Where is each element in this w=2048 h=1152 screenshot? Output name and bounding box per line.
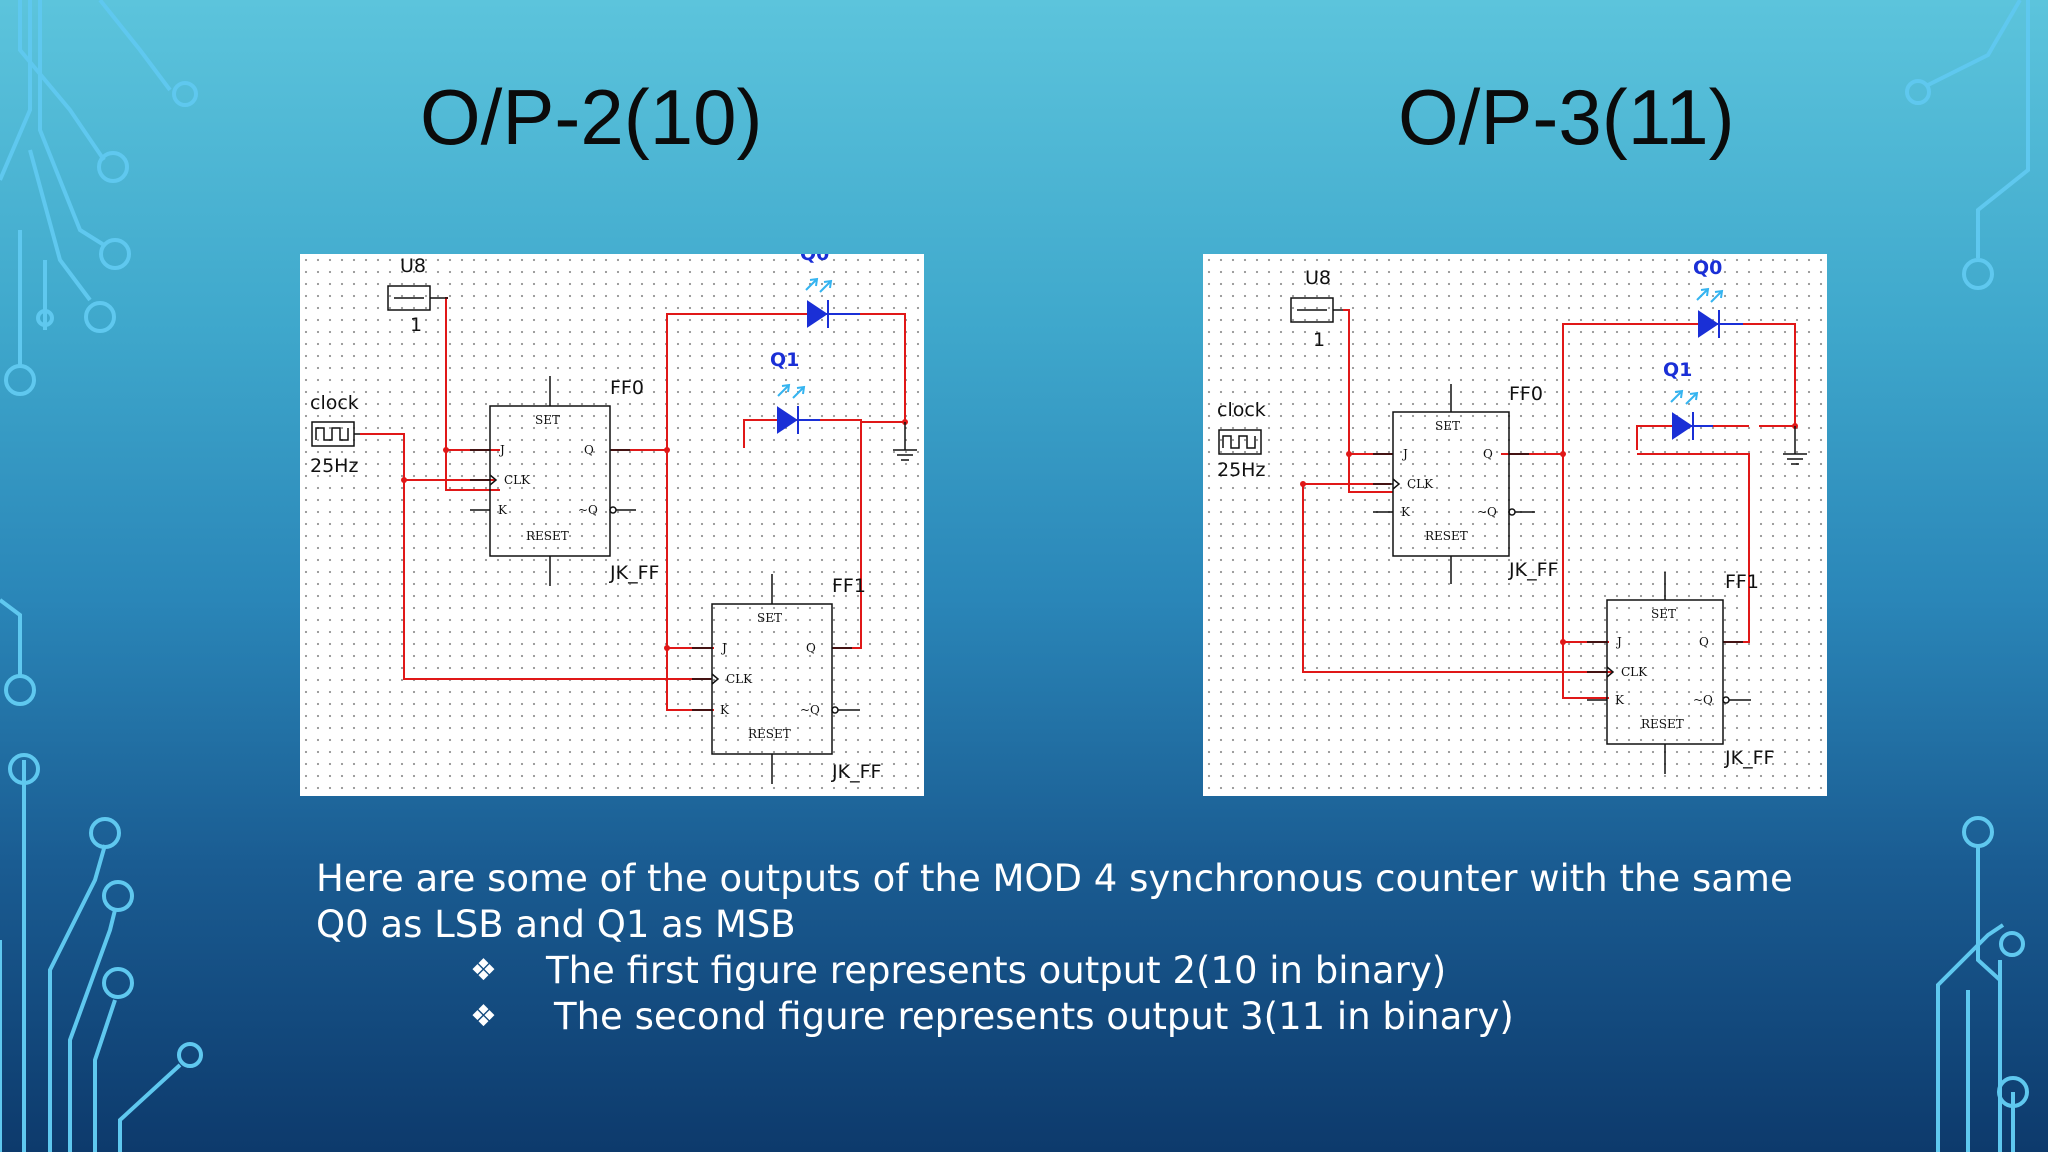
ff0-nq-pin: ~Q	[578, 503, 598, 517]
ff1-q-pin: Q	[1699, 635, 1709, 649]
led-q0-label: Q0	[1693, 257, 1722, 279]
bullet-text: The second figure represents output 3(11…	[554, 995, 1514, 1038]
ff0-nq-pin: ~Q	[1477, 505, 1497, 519]
ff1-set-pin: SET	[757, 611, 782, 625]
ff0-q-pin: Q	[584, 443, 594, 457]
ff1-label: FF1	[832, 575, 866, 597]
circuit-decoration-left	[0, 0, 203, 1152]
switch-value: 1	[410, 314, 422, 336]
caption-intro: Here are some of the outputs of the MOD …	[316, 857, 1793, 946]
clock-frequency: 25Hz	[1217, 459, 1265, 481]
ff0-label: FF0	[610, 377, 644, 399]
ff0-type: JK_FF	[609, 562, 659, 584]
list-item: ❖ The first figure represents output 2(1…	[316, 948, 1856, 994]
title-output-2: O/P-2(10)	[420, 73, 763, 161]
list-item: ❖ The second figure represents output 3(…	[316, 994, 1856, 1040]
ff1-clk-pin: CLK	[1621, 665, 1648, 679]
ff0-j-pin: J	[1401, 447, 1408, 461]
led-q1-label: Q1	[1663, 359, 1692, 381]
ff1-label: FF1	[1725, 571, 1759, 593]
ff0-k-pin: K	[1401, 505, 1411, 519]
ff1-type: JK_FF	[1724, 747, 1774, 769]
clock-label: clock	[310, 392, 359, 414]
schematic-output-3: U8 1 clock 25Hz FF0 JK_FF FF1 JK_FF Q0 Q…	[1203, 254, 1827, 796]
ff1-j-pin: J	[1615, 635, 1622, 649]
ff0-k-pin: K	[498, 503, 508, 517]
ff1-type: JK_FF	[831, 761, 881, 783]
ff1-j-pin: J	[720, 641, 727, 655]
led-q1-label: Q1	[770, 349, 799, 371]
led-q0-label: Q0	[800, 254, 829, 265]
ff1-reset-pin: RESET	[748, 727, 791, 741]
slide-caption: Here are some of the outputs of the MOD …	[316, 856, 1856, 1040]
circuit-decoration-right	[1905, 0, 2030, 1152]
ff0-type: JK_FF	[1508, 559, 1558, 581]
ff1-nq-pin: ~Q	[1693, 693, 1713, 707]
ff1-q-pin: Q	[806, 641, 816, 655]
ff0-clk-pin: CLK	[504, 473, 531, 487]
ff0-set-pin: SET	[535, 413, 560, 427]
ff1-reset-pin: RESET	[1641, 717, 1684, 731]
ff0-clk-pin: CLK	[1407, 477, 1434, 491]
diamond-bullet-icon: ❖	[470, 999, 497, 1034]
ff1-k-pin: K	[720, 703, 730, 717]
ff0-reset-pin: RESET	[526, 529, 569, 543]
switch-value: 1	[1313, 329, 1325, 351]
switch-label: U8	[400, 255, 426, 277]
bullet-text: The first figure represents output 2(10 …	[546, 949, 1447, 992]
ff0-j-pin: J	[498, 443, 505, 457]
clock-label: clock	[1217, 399, 1266, 421]
title-output-3: O/P-3(11)	[1398, 73, 1735, 161]
ff0-set-pin: SET	[1435, 419, 1460, 433]
ff1-clk-pin: CLK	[726, 672, 753, 686]
ff0-label: FF0	[1509, 383, 1543, 405]
ff1-k-pin: K	[1615, 693, 1625, 707]
caption-bullet-list: ❖ The first figure represents output 2(1…	[316, 948, 1856, 1040]
ff0-reset-pin: RESET	[1425, 529, 1468, 543]
diamond-bullet-icon: ❖	[470, 953, 497, 988]
ff1-set-pin: SET	[1651, 607, 1676, 621]
switch-label: U8	[1305, 267, 1331, 289]
schematic-output-2: U8 1 clock 25Hz FF0 JK_FF FF1 JK_FF Q0 Q…	[300, 254, 924, 796]
ff0-q-pin: Q	[1483, 447, 1493, 461]
clock-frequency: 25Hz	[310, 455, 358, 477]
ff1-nq-pin: ~Q	[800, 703, 820, 717]
